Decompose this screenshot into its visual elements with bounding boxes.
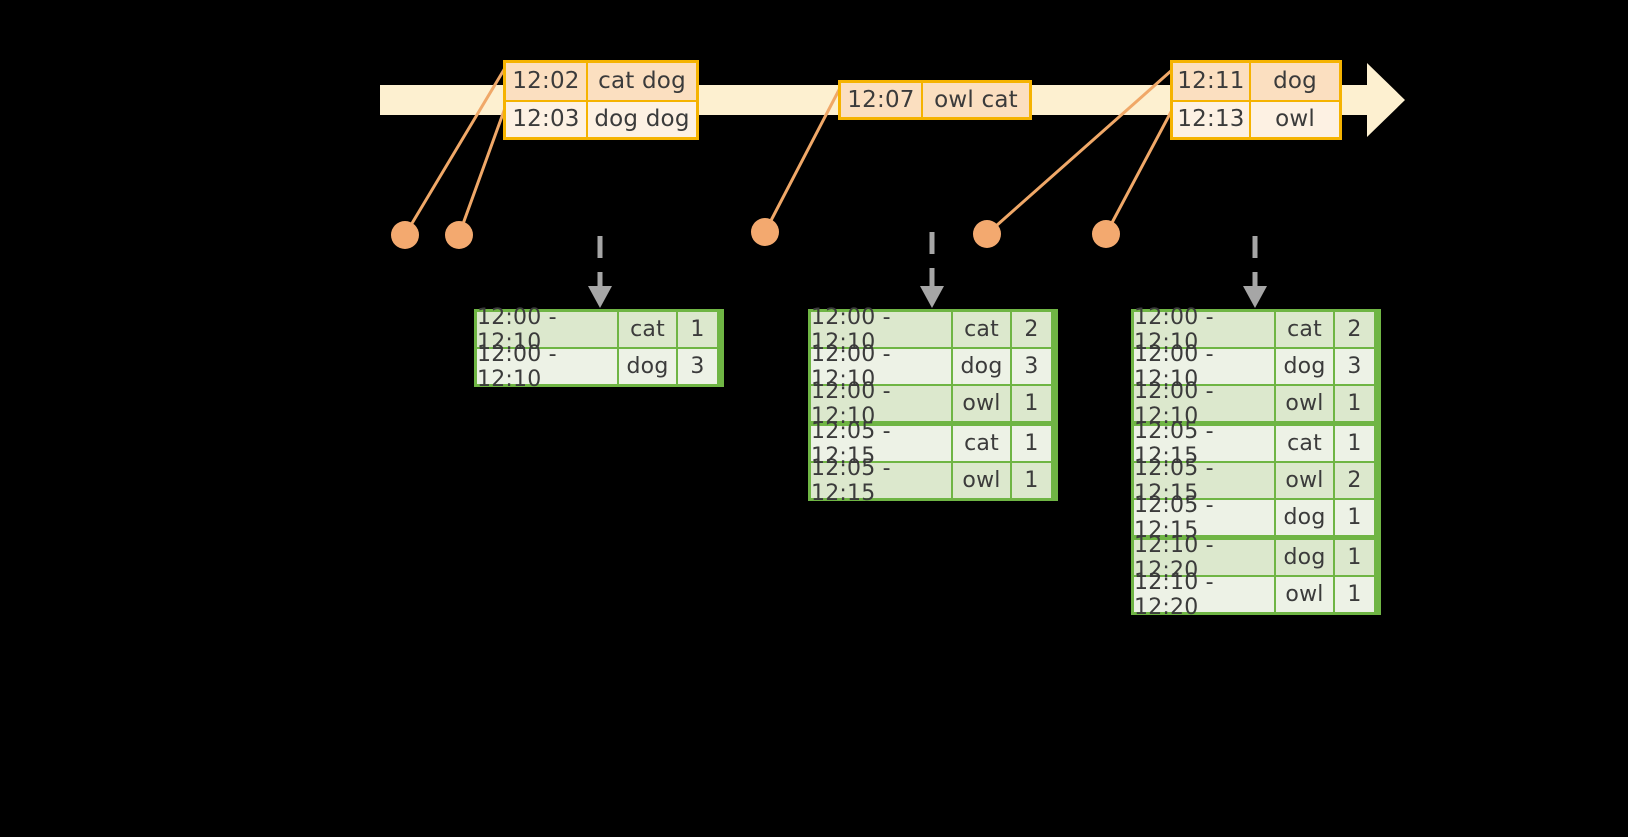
event-time: 12:02 — [506, 63, 588, 100]
table-row: 12:00 - 12:10 cat 2 — [1134, 305, 1378, 355]
event-box-1: 12:02 cat dog 12:03 dog dog — [503, 60, 699, 140]
cell-word: dog — [619, 349, 676, 384]
table-row: 12:00 - 12:10 cat 2 — [811, 305, 1055, 355]
cell-count: 2 — [1335, 463, 1374, 498]
event-row: 12:07 owl cat — [841, 83, 1029, 117]
cell-count: 1 — [1012, 463, 1051, 498]
event-time: 12:03 — [506, 101, 588, 137]
connector-dot-2 — [445, 221, 473, 249]
table-row: 12:00 - 12:10 dog 3 — [811, 342, 1055, 392]
result-table-2: 12:00 - 12:10 cat 2 12:00 - 12:10 dog 3 … — [808, 305, 1058, 506]
cell-word: owl — [1276, 577, 1333, 612]
down-arrow-2 — [920, 232, 944, 308]
cell-word: owl — [1276, 463, 1333, 498]
event-row: 12:13 owl — [1173, 99, 1339, 137]
emit-arrows — [588, 232, 1267, 308]
cell-word: dog — [953, 349, 1010, 384]
cell-window: 12:00 - 12:10 — [477, 342, 617, 392]
connector-dot-1 — [391, 221, 419, 249]
cell-count: 1 — [1012, 426, 1051, 461]
cell-count: 3 — [1335, 349, 1374, 384]
cell-count: 1 — [1335, 577, 1374, 612]
table-row: 12:00 - 12:10 dog 3 — [1134, 342, 1378, 392]
down-arrow-3 — [1243, 236, 1267, 308]
cell-word: cat — [953, 426, 1010, 461]
cell-count: 1 — [1335, 540, 1374, 575]
table-row: 12:10 - 12:20 dog 1 — [1134, 533, 1378, 583]
event-connector-lines — [403, 66, 1174, 237]
cell-word: dog — [1276, 349, 1333, 384]
connector-dot-4 — [973, 220, 1001, 248]
cell-word: cat — [619, 312, 676, 347]
cell-word: dog — [1276, 540, 1333, 575]
cell-word: cat — [1276, 312, 1333, 347]
cell-window: 12:00 - 12:10 — [1134, 342, 1274, 392]
connector-dots — [391, 218, 1120, 249]
event-box-3: 12:11 dog 12:13 owl — [1170, 60, 1342, 140]
down-arrow-1 — [588, 236, 612, 308]
table-row: 12:05 - 12:15 dog 1 — [1134, 493, 1378, 543]
event-time: 12:13 — [1173, 101, 1251, 137]
cell-window: 12:10 - 12:20 — [1134, 570, 1274, 620]
cell-count: 2 — [1012, 312, 1051, 347]
event-row: 12:11 dog — [1173, 63, 1339, 100]
result-table-3: 12:00 - 12:10 cat 2 12:00 - 12:10 dog 3 … — [1131, 305, 1381, 620]
result-table-1: 12:00 - 12:10 cat 1 12:00 - 12:10 dog 3 — [474, 305, 724, 392]
cell-count: 3 — [1012, 349, 1051, 384]
table-row: 12:05 - 12:15 owl 1 — [811, 456, 1055, 506]
table-row: 12:00 - 12:10 dog 3 — [477, 342, 721, 392]
cell-count: 1 — [1335, 386, 1374, 421]
cell-count: 1 — [1012, 386, 1051, 421]
event-words: owl — [1275, 106, 1315, 133]
connector-dot-3 — [751, 218, 779, 246]
event-box-2: 12:07 owl cat — [838, 80, 1032, 120]
event-words: owl cat — [934, 87, 1018, 113]
connector-dot-5 — [1092, 220, 1120, 248]
cell-word: cat — [953, 312, 1010, 347]
cell-window: 12:05 - 12:15 — [811, 456, 951, 506]
event-words: dog — [1273, 68, 1317, 95]
cell-word: cat — [1276, 426, 1333, 461]
cell-window: 12:00 - 12:10 — [811, 379, 951, 429]
table-row: 12:00 - 12:10 owl 1 — [1134, 379, 1378, 429]
event-row: 12:03 dog dog — [506, 99, 696, 137]
cell-window: 12:10 - 12:20 — [1134, 533, 1274, 583]
event-time: 12:07 — [841, 83, 923, 117]
cell-window: 12:05 - 12:15 — [811, 419, 951, 469]
cell-count: 2 — [1335, 312, 1374, 347]
cell-count: 1 — [1335, 426, 1374, 461]
cell-word: owl — [953, 386, 1010, 421]
cell-window: 12:00 - 12:10 — [1134, 305, 1274, 355]
event-time: 12:11 — [1173, 63, 1251, 100]
cell-window: 12:05 - 12:15 — [1134, 493, 1274, 543]
cell-window: 12:00 - 12:10 — [811, 305, 951, 355]
cell-count: 3 — [678, 349, 717, 384]
cell-count: 1 — [1335, 500, 1374, 535]
cell-count: 1 — [678, 312, 717, 347]
table-row: 12:00 - 12:10 owl 1 — [811, 379, 1055, 429]
event-row: 12:02 cat dog — [506, 63, 696, 100]
cell-word: owl — [953, 463, 1010, 498]
table-row: 12:05 - 12:15 cat 1 — [811, 419, 1055, 469]
table-row: 12:00 - 12:10 cat 1 — [477, 305, 721, 355]
cell-word: dog — [1276, 500, 1333, 535]
cell-window: 12:00 - 12:10 — [1134, 379, 1274, 429]
table-row: 12:10 - 12:20 owl 1 — [1134, 570, 1378, 620]
cell-word: owl — [1276, 386, 1333, 421]
event-words: dog dog — [594, 106, 690, 133]
event-words: cat dog — [598, 68, 686, 95]
